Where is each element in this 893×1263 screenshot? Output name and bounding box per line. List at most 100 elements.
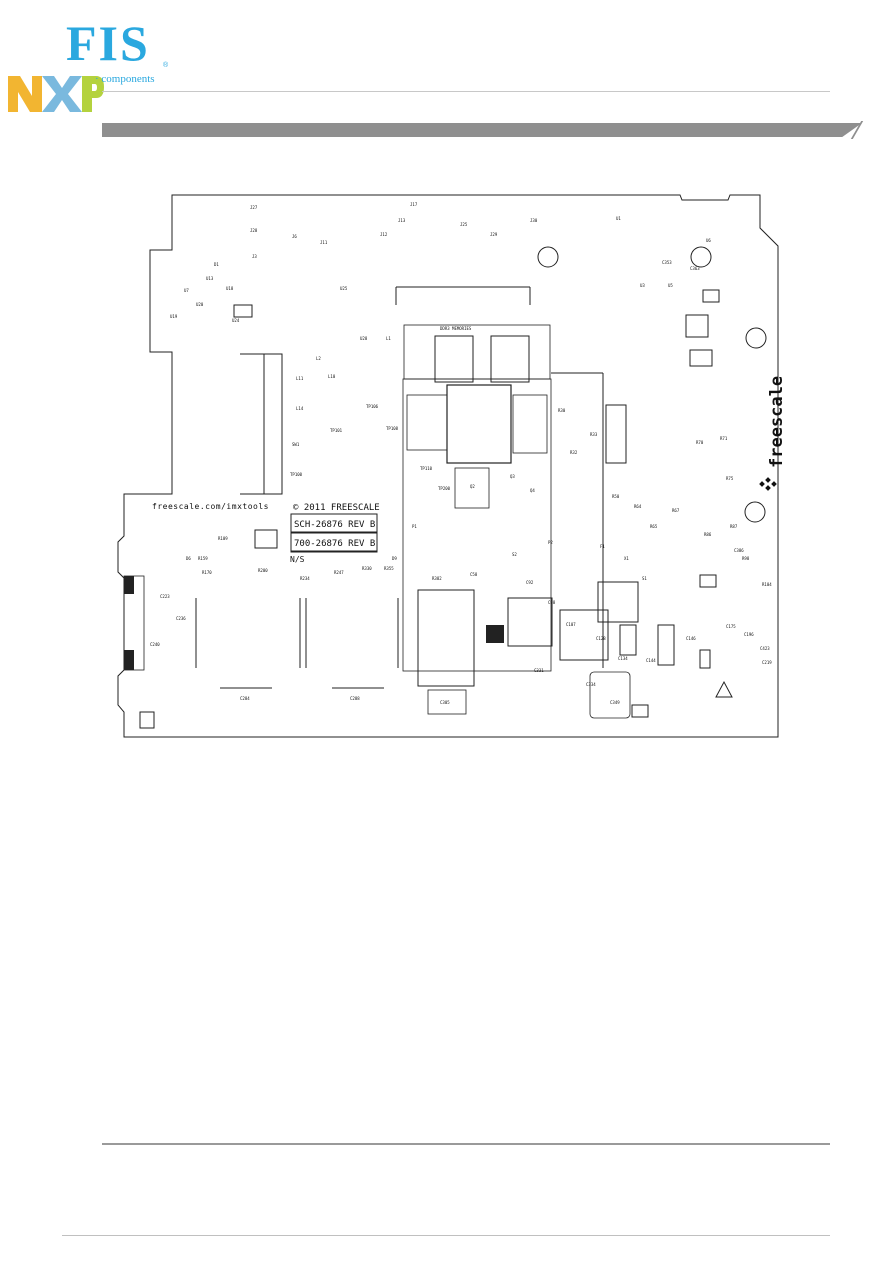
- component-designator: C349: [610, 700, 620, 705]
- component-designator: U5: [668, 283, 673, 288]
- component-designator: U24: [232, 318, 240, 323]
- component-designator: S1: [642, 576, 647, 581]
- component-designator: C288: [350, 696, 360, 701]
- nxp-logo-icon: [8, 76, 104, 112]
- power-connector: [589, 671, 631, 719]
- ddr-chip-1: [434, 335, 474, 383]
- cpu-chip: [446, 384, 512, 464]
- component-designator: X1: [624, 556, 629, 561]
- component-designator: U3: [640, 283, 645, 288]
- component-designator: TP100: [290, 472, 303, 477]
- component-designator: U28: [360, 336, 368, 341]
- component-designator: C92: [526, 580, 534, 585]
- component-designator: R109: [218, 536, 228, 541]
- component-designator: L11: [296, 376, 304, 381]
- component-designator: C331: [534, 668, 544, 673]
- component-designator: C386: [734, 548, 744, 553]
- left-connector-tab: [124, 650, 134, 670]
- component-designator: C146: [686, 636, 696, 641]
- component-designator: R50: [612, 494, 620, 499]
- component-designator: R30: [558, 408, 566, 413]
- cpu-region: [402, 378, 552, 672]
- component-designator: C284: [240, 696, 250, 701]
- component-designator: TP101: [330, 428, 343, 433]
- freescale-logo-icon: freescale: [767, 376, 787, 468]
- component-designator: R330: [362, 566, 372, 571]
- component-designator: R32: [570, 450, 578, 455]
- component-designator: L2: [316, 356, 321, 361]
- component-designator: C334: [586, 682, 596, 687]
- component-designator: Q2: [470, 484, 475, 489]
- component-designator: R355: [384, 566, 394, 571]
- component-designator: R98: [742, 556, 750, 561]
- component-designator: J28: [250, 228, 258, 233]
- header-logo-area: [8, 22, 178, 114]
- aux-chip: [512, 394, 548, 454]
- left-connector-tab-top: [124, 576, 134, 594]
- component-designator: L1: [386, 336, 391, 341]
- component-designator: D9: [392, 556, 397, 561]
- component-designator: J25: [460, 222, 468, 227]
- copyright-text: © 2011 FREESCALE: [293, 503, 380, 513]
- schematic-text: SCH-26876 REV B: [294, 520, 375, 530]
- component-designator: R104: [762, 582, 772, 587]
- component-designator: C144: [646, 658, 656, 663]
- esd-warning-icon: [715, 680, 733, 698]
- component-designator: R64: [634, 504, 642, 509]
- ddr-label-text: DDR3 MEMORIES: [440, 326, 472, 331]
- component-designator: TP110: [420, 466, 433, 471]
- component-designator: R65: [650, 524, 658, 529]
- component-designator: R382: [432, 576, 442, 581]
- component-designator: L10: [328, 374, 336, 379]
- component-designator: D6: [186, 556, 191, 561]
- bottom-connector-2: [427, 689, 467, 715]
- component-designator: TP106: [366, 404, 379, 409]
- component-designator: J29: [490, 232, 498, 237]
- lcd-connector: [263, 353, 283, 495]
- footer-divider: [102, 1143, 830, 1145]
- component-designator: C58: [470, 572, 478, 577]
- component-designator: C196: [744, 632, 754, 637]
- component-designator: J6: [292, 234, 297, 239]
- component-designator: J12: [380, 232, 388, 237]
- ns-text: N/S: [290, 555, 305, 564]
- mount-hole-1: [537, 246, 559, 268]
- mount-hole-4: [744, 501, 766, 523]
- component-designator: R159: [198, 556, 208, 561]
- component-designator: C98: [548, 600, 556, 605]
- component-designator: U7: [184, 288, 189, 293]
- component-designator: R71: [720, 436, 728, 441]
- bottom-connector-1: [417, 589, 475, 687]
- component-designator: U6: [706, 238, 711, 243]
- component-designator: Q4: [530, 488, 535, 493]
- component-designator: C236: [176, 616, 186, 621]
- component-designator: C134: [618, 656, 628, 661]
- component-designator: R86: [704, 532, 712, 537]
- component-designator: U25: [340, 286, 348, 291]
- component-designator: U13: [206, 276, 214, 281]
- component-designator: C107: [566, 622, 576, 627]
- mount-hole-3: [745, 327, 767, 349]
- component-designator: L14: [296, 406, 304, 411]
- fis-logo-text: FIS: [66, 15, 150, 71]
- component-designator: C175: [726, 624, 736, 629]
- component-designator: J17: [410, 202, 418, 207]
- component-designator: U18: [226, 286, 234, 291]
- fis-logo-subtitle: · components: [95, 73, 155, 85]
- lower-chip: [454, 467, 490, 509]
- fab-text: 700-26876 REV B: [294, 539, 375, 549]
- component-designator: J27: [250, 205, 258, 210]
- component-designator: C353: [662, 260, 672, 265]
- component-designator: R67: [672, 508, 680, 513]
- component-designator: C305: [440, 700, 450, 705]
- component-designator: R87: [730, 524, 738, 529]
- header-divider: [102, 91, 830, 92]
- component-designator: F1: [600, 544, 605, 549]
- component-designator: P1: [412, 524, 417, 529]
- component-designator: S2: [512, 552, 517, 557]
- mount-hole-2: [690, 246, 712, 268]
- component-designator: R75: [726, 476, 734, 481]
- component-designator: TP108: [386, 426, 399, 431]
- ddr-chip-2: [490, 335, 530, 383]
